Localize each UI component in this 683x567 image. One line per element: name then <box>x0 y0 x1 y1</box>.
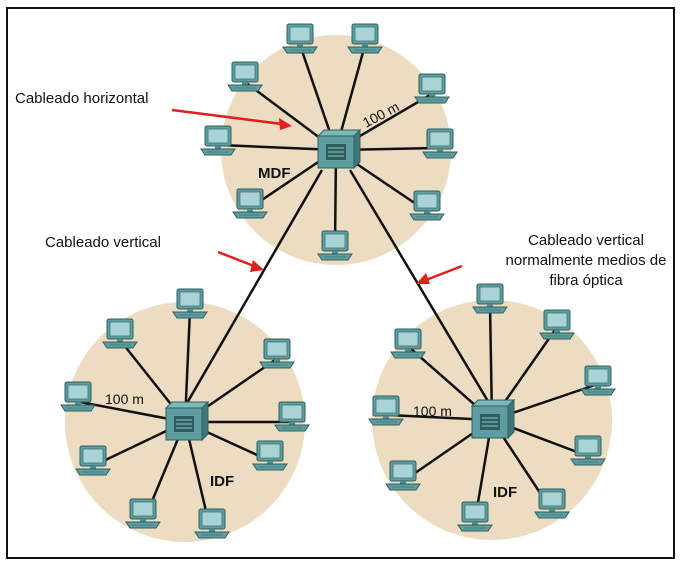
computer-icon <box>422 128 458 159</box>
label-horizontal-cabling: Cableado horizontal <box>15 90 148 107</box>
arrow-horizontal-cabling <box>171 108 283 126</box>
idf-left-label: IDF <box>210 473 234 490</box>
computer-icon <box>282 23 318 54</box>
idf-left-distance-label: 100 m <box>105 391 144 407</box>
computer-icon <box>347 23 383 54</box>
vertical-cable-right <box>348 169 494 409</box>
computer-icon <box>125 498 161 529</box>
annotation-arrows <box>171 108 463 284</box>
computer-icon <box>534 488 570 519</box>
computer-icon <box>200 125 236 156</box>
computer-icon <box>414 73 450 104</box>
computer-icon <box>385 460 421 491</box>
computer-icon <box>232 188 268 219</box>
computer-icon <box>194 508 230 539</box>
computer-icon <box>368 395 404 426</box>
label-vertical-fiber-line1: Cableado vertical <box>528 232 644 249</box>
vertical-cable-left <box>181 169 324 411</box>
switch-icon <box>165 401 209 441</box>
computer-icon <box>317 230 353 261</box>
computer-icon <box>252 440 288 471</box>
idf-right-distance-label: 100 m <box>413 403 452 419</box>
switch-icon <box>317 129 361 169</box>
computer-icon <box>390 328 426 359</box>
arrow-vertical-cabling <box>217 250 255 268</box>
computer-icon <box>102 318 138 349</box>
computer-icon <box>539 309 575 340</box>
computer-icon <box>580 365 616 396</box>
computer-icon <box>274 401 310 432</box>
computer-icon <box>472 283 508 314</box>
computer-icon <box>457 501 493 532</box>
computer-icon <box>409 190 445 221</box>
mdf-label: MDF <box>258 165 291 182</box>
computer-icon <box>60 381 96 412</box>
computer-icon <box>172 288 208 319</box>
computer-icon <box>75 445 111 476</box>
computer-icon <box>570 435 606 466</box>
computer-icon <box>227 61 263 92</box>
arrow-vertical-fiber <box>425 264 463 282</box>
idf-right-label: IDF <box>493 484 517 501</box>
label-vertical-cabling: Cableado vertical <box>45 234 161 251</box>
label-vertical-fiber-line2: normalmente medios de <box>506 252 667 269</box>
label-vertical-fiber-line3: fibra óptica <box>549 272 623 289</box>
computer-icon <box>259 338 295 369</box>
switch-icon <box>471 399 515 439</box>
